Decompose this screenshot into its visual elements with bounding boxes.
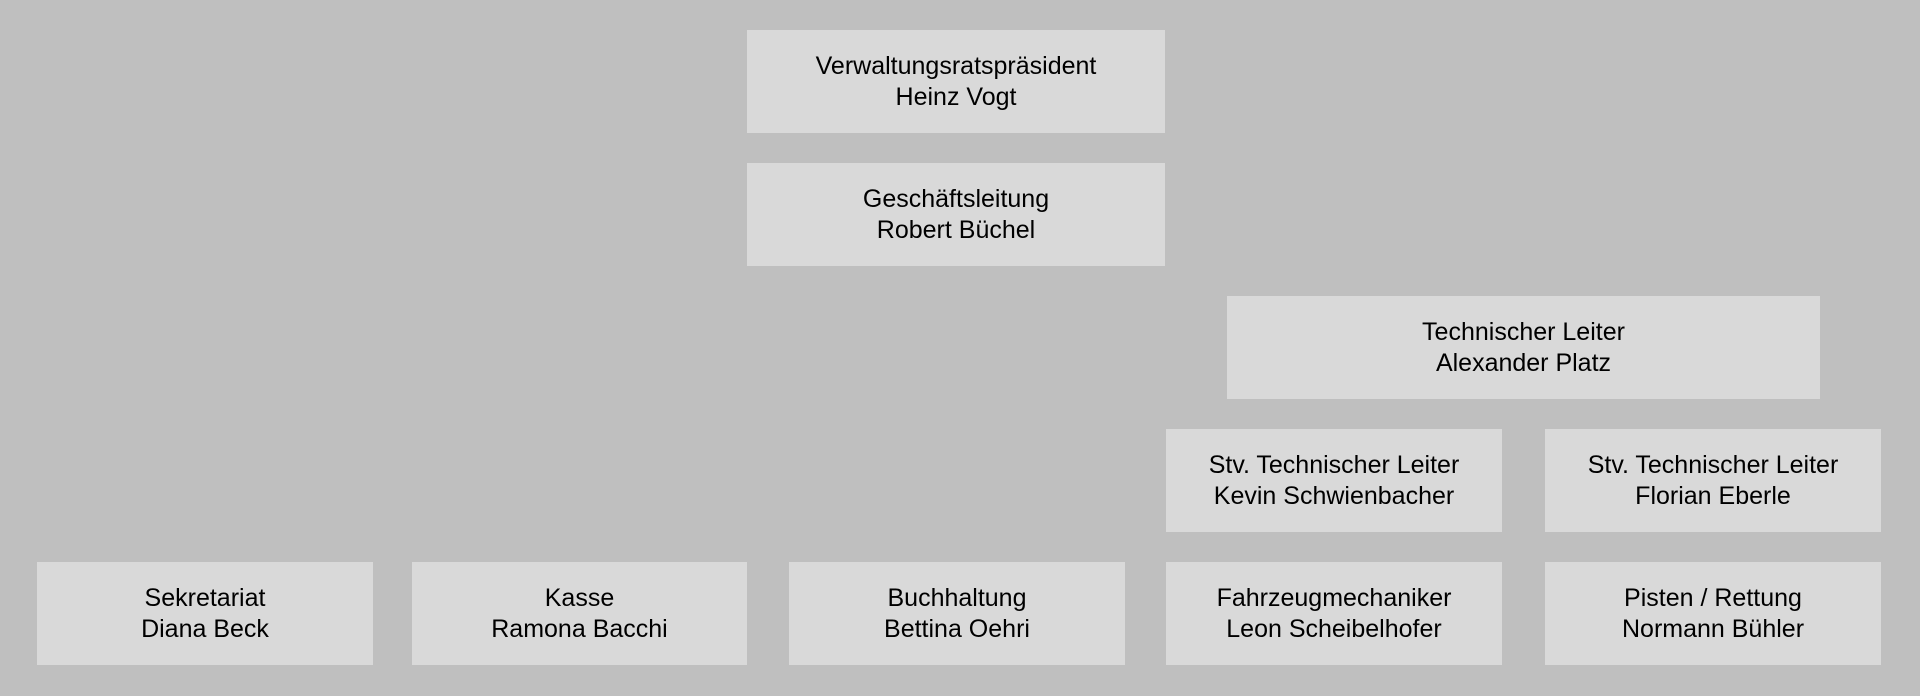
role-label: Sekretariat — [144, 583, 266, 612]
person-name: Florian Eberle — [1635, 481, 1791, 510]
role-label: Verwaltungsratspräsident — [815, 51, 1097, 80]
role-label: Technischer Leiter — [1422, 317, 1625, 346]
org-box-president: Verwaltungsratspräsident Heinz Vogt — [747, 30, 1165, 133]
person-name: Heinz Vogt — [895, 82, 1017, 111]
person-name: Robert Büchel — [876, 215, 1036, 244]
org-box-vehicle-mechanic: Fahrzeugmechaniker Leon Scheibelhofer — [1166, 562, 1502, 665]
role-label: Kasse — [544, 583, 615, 612]
role-label: Pisten / Rettung — [1624, 583, 1802, 612]
person-name: Kevin Schwienbacher — [1213, 481, 1455, 510]
role-label: Fahrzeugmechaniker — [1216, 583, 1452, 612]
org-box-accounting: Buchhaltung Bettina Oehri — [789, 562, 1125, 665]
person-name: Leon Scheibelhofer — [1226, 614, 1442, 643]
role-label: Buchhaltung — [887, 583, 1027, 612]
org-box-slopes-rescue: Pisten / Rettung Normann Bühler — [1545, 562, 1881, 665]
person-name: Bettina Oehri — [884, 614, 1030, 643]
role-label: Geschäftsleitung — [862, 184, 1050, 213]
role-label: Stv. Technischer Leiter — [1208, 450, 1460, 479]
org-box-technical-lead: Technischer Leiter Alexander Platz — [1227, 296, 1820, 399]
org-box-management: Geschäftsleitung Robert Büchel — [747, 163, 1165, 266]
person-name: Ramona Bacchi — [491, 614, 668, 643]
org-box-secretariat: Sekretariat Diana Beck — [37, 562, 373, 665]
org-box-deputy-technical-lead: Stv. Technischer Leiter Florian Eberle — [1545, 429, 1881, 532]
person-name: Normann Bühler — [1621, 614, 1805, 643]
person-name: Alexander Platz — [1435, 348, 1612, 377]
person-name: Diana Beck — [141, 614, 269, 643]
role-label: Stv. Technischer Leiter — [1587, 450, 1839, 479]
org-box-deputy-technical-lead: Stv. Technischer Leiter Kevin Schwienbac… — [1166, 429, 1502, 532]
org-box-cashier: Kasse Ramona Bacchi — [412, 562, 747, 665]
